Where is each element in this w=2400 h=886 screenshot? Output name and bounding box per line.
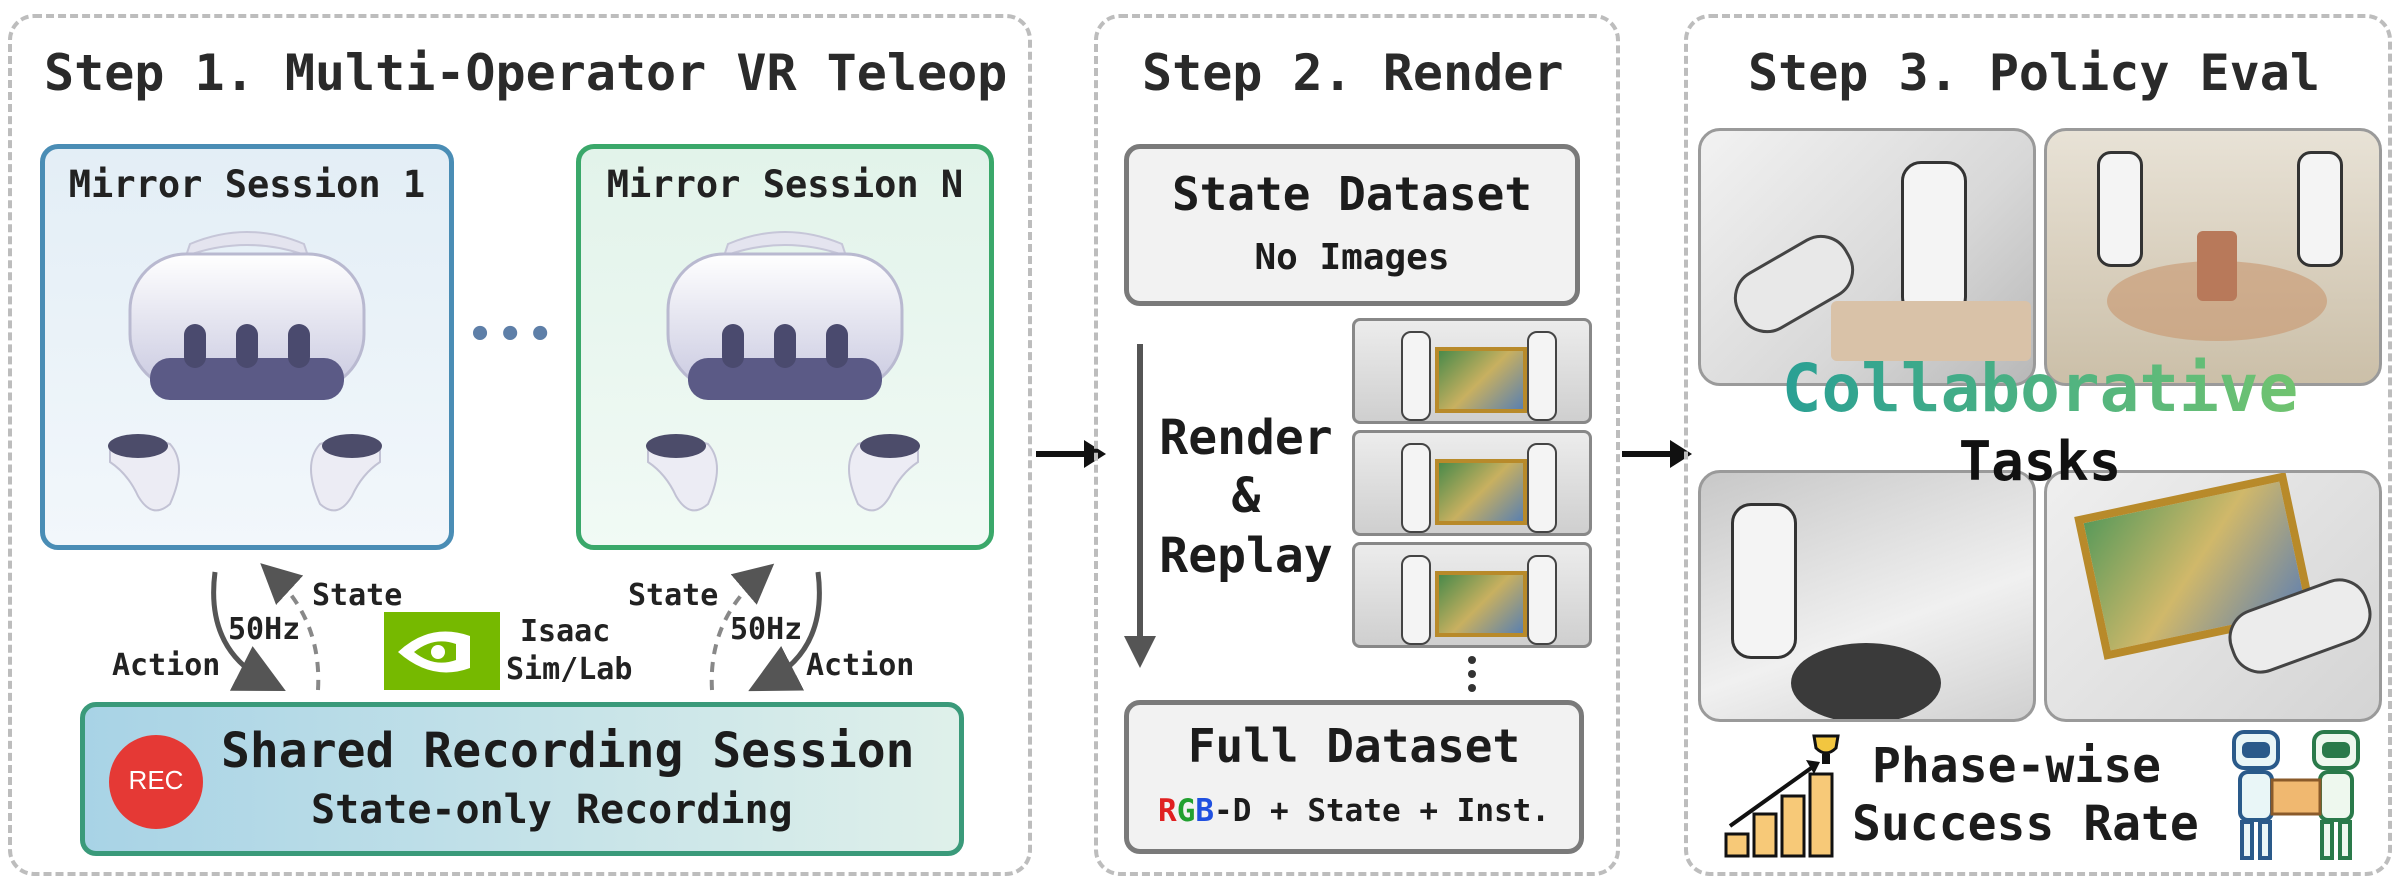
vr-headset-icon [666,231,904,400]
rgb-g: G [1176,793,1196,829]
full-dataset-subtitle: RGB-D + State + Inst. [1129,793,1579,829]
action-label-left: Action [112,648,221,683]
mirror-session-1: Mirror Session 1 [40,144,454,550]
rgb-r: R [1158,793,1177,829]
task-scene-4 [2044,470,2382,722]
step1-panel [8,14,1032,876]
robot-image [1527,555,1557,645]
step2-title: Step 2. Render [1142,44,1564,102]
render-down-arrow [1124,344,1156,668]
mirror-session-n-title: Mirror Session N [606,163,964,206]
mirror-session-n: Mirror Session N [576,144,994,550]
robot-image [1527,331,1557,421]
vr-headset-icon [128,231,366,400]
bucket-image [1791,643,1941,719]
robot-image [2097,151,2143,267]
action-arrow-right [748,571,822,692]
robot-image [1401,443,1431,533]
step3-title: Step 3. Policy Eval [1748,44,2320,102]
rate-label-right: 50Hz [730,612,803,647]
sessions-ellipsis: ••• [468,312,559,358]
isaac-label-line1: Isaac [520,614,611,649]
render-label-line3: Replay [1159,528,1333,584]
task-scene-3 [1698,470,2036,722]
robot-image [1731,503,1797,659]
full-dataset-box: Full Dataset RGB-D + State + Inst. [1124,700,1584,854]
recording-title: Shared Recording Session [221,723,915,779]
step3-panel [1684,14,2392,876]
robot-image [1401,331,1431,421]
success-chart-icon [1724,734,1840,858]
rendered-frame-1 [1352,318,1592,424]
render-label-line2: & [1231,468,1261,524]
rgb-b: B [1195,793,1215,829]
step1-flow-arrows [211,563,822,692]
task-scene-2 [2044,128,2382,386]
step2-to-step3-arrow [1622,440,1692,468]
recording-subtitle: State-only Recording [311,787,793,833]
step1-title: Step 1. Multi-Operator VR Teleop [44,44,1008,102]
success-rate-label: Success Rate [1852,796,2199,852]
object-image [2197,231,2237,301]
rgb-rest: -D + State + Inst. [1214,793,1550,829]
robot-image [1527,443,1557,533]
state-dataset-subtitle: No Images [1254,237,1450,278]
full-dataset-title: Full Dataset [1187,719,1521,773]
rec-badge-label: REC [128,765,184,795]
robot-image [1401,555,1431,645]
phase-wise-label: Phase-wise [1872,738,2161,794]
render-label-line1: Render [1159,410,1333,466]
state-dataset-box: State Dataset No Images [1124,144,1580,306]
shared-recording-session: REC Shared Recording Session State-only … [80,702,964,856]
painting-image [1435,347,1527,413]
step2-panel [1094,14,1620,876]
robots-carrying-box-icon [2232,730,2360,860]
state-arrow-left [260,563,321,691]
more-frames-dots [1468,656,1476,692]
painting-image [1435,571,1527,637]
vr-controllers-icon [646,434,920,512]
isaac-label-line2: Sim/Lab [506,652,633,687]
action-arrow-left [211,571,286,692]
state-label-right: State [628,578,719,613]
state-label-left: State [312,578,403,613]
rendered-frame-3 [1352,542,1592,648]
state-arrow-right [709,563,775,691]
tasks-label: Tasks [1958,430,2122,493]
rec-badge [109,735,203,829]
robot-image [2297,151,2343,267]
action-label-right: Action [806,648,915,683]
rate-label-left: 50Hz [228,612,301,647]
robot-image [1901,161,1967,317]
painting-image [1435,459,1527,525]
state-dataset-title: State Dataset [1171,167,1533,221]
collaborative-label: Collaborative [1698,350,2382,427]
nvidia-logo-icon [384,612,500,690]
vr-controllers-icon [108,434,382,512]
mirror-session-1-title: Mirror Session 1 [68,163,426,206]
table-image [1831,301,2031,361]
rendered-frame-2 [1352,430,1592,536]
task-scene-1 [1698,128,2036,386]
